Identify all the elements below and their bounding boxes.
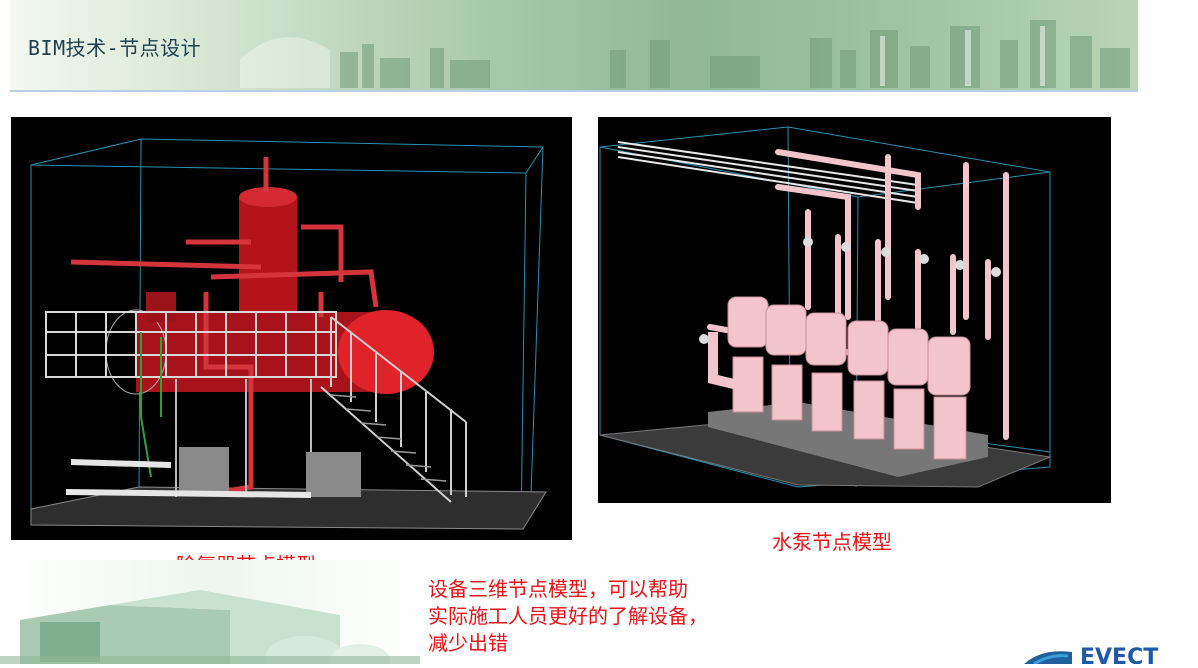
logo-text: EVECT (1080, 645, 1158, 664)
logo-icon: EVECT (1024, 645, 1158, 668)
water-pump-caption: 水泵节点模型 (772, 530, 892, 554)
note-line: 减少出错 (428, 631, 508, 655)
deaerator-model-viewport (11, 117, 572, 540)
deaerator-model-drawing (30, 138, 547, 530)
description-note: 设备三维节点模型，可以帮助 实际施工人员更好的了解设备， 减少出错 (428, 576, 768, 657)
pump-group (727, 296, 971, 460)
company-logo: EVECT (1022, 644, 1198, 668)
header-banner: BIM技术-节点设计 (10, 0, 1138, 92)
building-decoration-image (0, 560, 420, 664)
page-title: BIM技术-节点设计 (28, 36, 202, 60)
water-pump-model-viewport (598, 117, 1111, 503)
note-line: 设备三维节点模型，可以帮助 (428, 577, 688, 601)
city-skyline-image (240, 20, 1130, 88)
water-pump-model-drawing (599, 126, 1052, 488)
note-line: 实际施工人员更好的了解设备， (428, 604, 708, 628)
